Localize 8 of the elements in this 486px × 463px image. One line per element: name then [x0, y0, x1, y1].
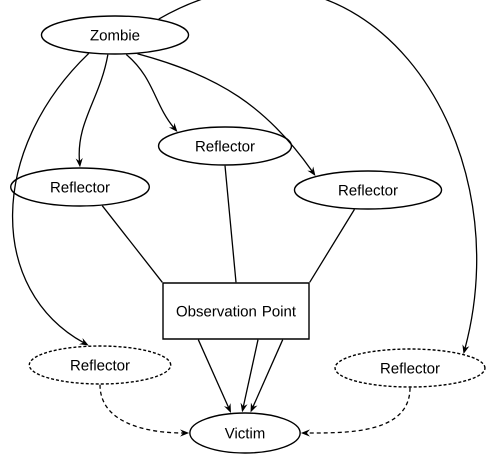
ellipse-node: Zombie — [40, 15, 190, 55]
ellipse-node: Reflector — [158, 126, 292, 166]
ellipse-node: Victim — [189, 412, 301, 454]
ellipse-node: Reflector — [10, 167, 150, 207]
ellipse-node: Reflector — [294, 170, 442, 210]
dashed-ellipse-node: Reflector — [28, 345, 172, 385]
process-box: Observation Point — [162, 282, 310, 340]
dashed-ellipse-node: Reflector — [334, 348, 486, 388]
